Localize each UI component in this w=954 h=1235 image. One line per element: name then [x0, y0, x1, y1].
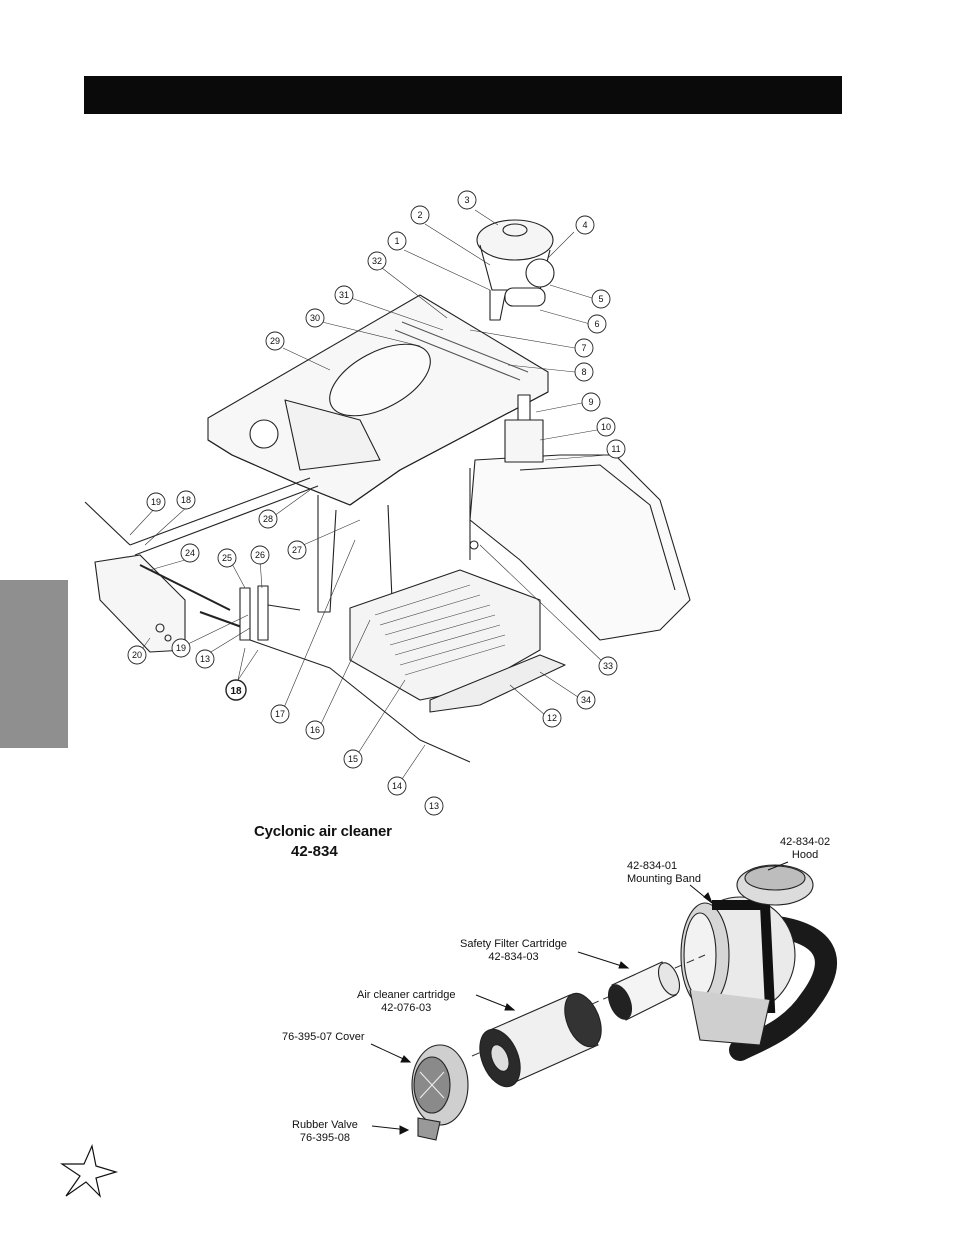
section-header-bar [84, 76, 842, 114]
callout-24: 24 [185, 548, 195, 558]
band-name: Mounting Band [627, 873, 701, 885]
cover-label: 76-395-07 Cover [282, 1031, 365, 1043]
callout-18b: 18 [230, 686, 242, 697]
callout-19a: 19 [151, 497, 161, 507]
callout-5: 5 [598, 294, 603, 304]
valve-name: Rubber Valve [292, 1119, 358, 1131]
callout-28: 28 [263, 514, 273, 524]
detail-title: Cyclonic air cleaner [254, 823, 392, 840]
callout-20: 20 [132, 650, 142, 660]
rubber-valve [417, 1117, 441, 1141]
air-cleaner-top [476, 219, 554, 261]
footrest-plate [429, 654, 566, 713]
callout-17: 17 [275, 709, 285, 719]
control-rod [129, 477, 311, 546]
callout-8: 8 [581, 367, 586, 377]
callout-25: 25 [222, 553, 232, 563]
callout-11: 11 [611, 444, 620, 454]
safety-label: Safety Filter Cartridge 42-834-03 [460, 938, 567, 964]
callout-7: 7 [581, 343, 586, 353]
callout-32: 32 [372, 256, 382, 266]
callout-31: 31 [339, 290, 349, 300]
callout-9: 9 [588, 397, 593, 407]
section-side-tab [0, 580, 68, 748]
throttle-cable [249, 639, 471, 763]
hood-name: Hood [791, 849, 819, 861]
callout-19b: 19 [176, 643, 186, 653]
callout-13b: 13 [429, 801, 439, 811]
star-logo [60, 1144, 119, 1198]
callout-34: 34 [581, 695, 591, 705]
callout-26: 26 [255, 550, 265, 560]
callout-29: 29 [270, 336, 280, 346]
hood-number: 42-834-02 [780, 836, 831, 848]
callout-2: 2 [417, 210, 422, 220]
callout-1: 1 [394, 236, 399, 246]
hood-label: 42-834-02 Hood [780, 836, 830, 862]
callout-16: 16 [310, 725, 320, 735]
safety-number: 42-834-03 [488, 951, 539, 963]
callout-30: 30 [310, 313, 320, 323]
cartridge-number: 42-076-03 [381, 1002, 432, 1014]
callout-4: 4 [582, 220, 587, 230]
callout-33: 33 [603, 661, 613, 671]
cartridge-label: Air cleaner cartridge 42-076-03 [357, 989, 455, 1015]
seat-recess [329, 343, 431, 417]
band-number: 42-834-01 [627, 860, 678, 872]
callout-10: 10 [601, 422, 611, 432]
valve-number: 76-395-08 [299, 1132, 350, 1144]
intake-hose [729, 914, 837, 1061]
callout-27: 27 [292, 545, 302, 555]
cartridge-name: Air cleaner cartridge [357, 989, 456, 1001]
valve-label: Rubber Valve 76-395-08 [292, 1119, 358, 1145]
detail-part-number: 42-834 [291, 843, 338, 860]
callout-13a: 13 [200, 654, 210, 664]
band-label: 42-834-01 Mounting Band [627, 860, 701, 886]
callout-18a: 18 [181, 495, 191, 505]
callout-6: 6 [594, 319, 599, 329]
callout-12: 12 [547, 713, 557, 723]
callout-3: 3 [464, 195, 469, 205]
front-frame [317, 495, 337, 613]
fender [469, 454, 691, 641]
callout-14: 14 [392, 781, 402, 791]
safety-name: Safety Filter Cartridge [460, 938, 567, 950]
callout-15: 15 [348, 754, 358, 764]
